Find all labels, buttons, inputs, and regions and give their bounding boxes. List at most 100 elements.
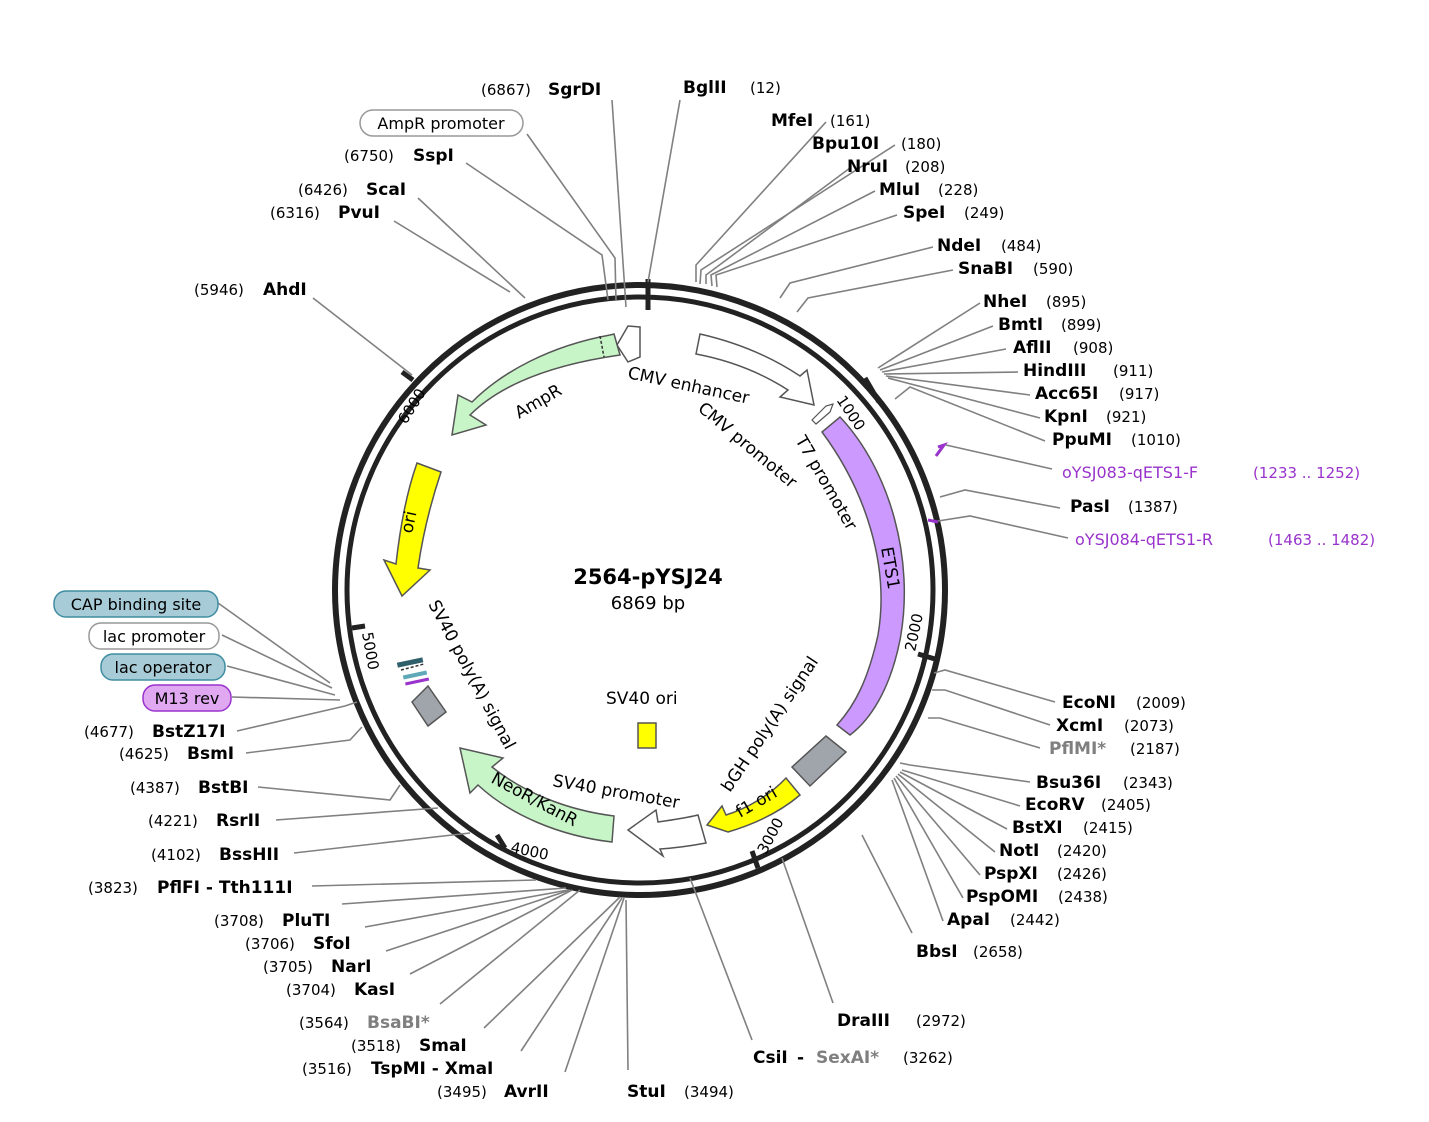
primer-f-mark <box>934 442 948 457</box>
site-nrui: NruI (208) <box>847 157 945 177</box>
site-pflmi: PflMI* (2187) <box>1049 739 1180 759</box>
site-pvui: (6316) PvuI <box>270 203 380 223</box>
site-pluti: (3708) PluTI <box>214 911 330 931</box>
tick-marks <box>351 279 936 869</box>
site-bbsi: BbsI (2658) <box>916 942 1023 962</box>
site-bsmi: (4625) BsmI <box>119 744 234 764</box>
ets1-arrow <box>820 415 906 736</box>
tick-3000 <box>749 850 761 869</box>
site-nhei: NheI (895) <box>983 292 1086 312</box>
tick-4000 <box>494 833 508 850</box>
site-spei: SpeI (249) <box>903 203 1004 223</box>
lac-promoter-pill <box>88 622 220 650</box>
sv40-polya-box <box>411 684 448 728</box>
site-bstxi: BstXI (2415) <box>1012 818 1133 838</box>
sv40-ori-label: SV40 ori <box>606 689 678 709</box>
site-bstz17i: (4677) BstZ17I <box>84 722 226 742</box>
site-ndei: NdeI (484) <box>937 236 1041 256</box>
leader-lines <box>217 99 1069 1073</box>
lac-operator-label: lac operator <box>115 658 212 677</box>
site-sgrdi: (6867) SgrDI <box>481 80 601 100</box>
tick-1000 <box>862 376 882 404</box>
site-ppumi: PpuMI (1010) <box>1052 430 1181 450</box>
neor-kanr-arrow <box>459 746 615 843</box>
site-stui: StuI (3494) <box>627 1082 734 1102</box>
site-kpni: KpnI (921) <box>1044 407 1146 427</box>
tick-5000 <box>351 623 366 631</box>
site-ahdi: (5946) AhdI <box>194 280 307 300</box>
tick-2000 <box>917 651 936 662</box>
plasmid-name: 2564-pYSJ24 <box>573 565 723 589</box>
ampr-promoter-label: AmpR promoter <box>377 114 505 133</box>
site-bsshii: (4102) BssHII <box>151 845 279 865</box>
site-ecorv: EcoRV (2405) <box>1025 795 1151 815</box>
site-aflii: AflII (908) <box>1013 338 1113 358</box>
site-apai: ApaI (2442) <box>947 910 1060 930</box>
site-pspxi: PspXI (2426) <box>984 864 1107 884</box>
site-bstbi: (4387) BstBI <box>130 778 249 798</box>
cmv-enhancer-label: CMV enhancer <box>626 363 751 408</box>
site-mfei: MfeI (161) <box>771 111 870 131</box>
ampr-promoter-pill <box>359 109 524 137</box>
site-bglii: BglII (12) <box>683 78 781 98</box>
site-kasi: (3704) KasI <box>286 980 395 1000</box>
cmv-promoter-label: CMV promoter <box>694 399 801 493</box>
lac-operator-mark <box>402 670 428 680</box>
backbone-inner-ring <box>344 294 936 886</box>
m13-rev-label: M13 rev <box>155 689 220 708</box>
site-tspmi-xmai: (3516) TspMI - XmaI <box>302 1059 493 1079</box>
site-scai: (6426) ScaI <box>298 180 406 200</box>
ampr-dashed-mark <box>599 335 605 358</box>
ampr-label: AmpR <box>512 381 566 424</box>
site-bsabi: (3564) BsaBI* <box>299 1013 430 1033</box>
tick-label-2000: 2000 <box>901 612 927 653</box>
site-acc65i: Acc65I (917) <box>1035 384 1159 404</box>
ori-arrow <box>382 462 442 598</box>
site-sfoi: (3706) SfoI <box>245 934 351 954</box>
primer-ysj083: oYSJ083-qETS1-F (1233 .. 1252) <box>1062 463 1360 482</box>
ampr-arrow <box>451 333 621 437</box>
site-pspomi: PspOMI (2438) <box>966 887 1108 907</box>
sv40-promoter-arrow <box>626 808 707 859</box>
ori-label: ori <box>397 509 421 535</box>
lac-operator-pill <box>100 653 226 681</box>
site-mlui: MluI (228) <box>879 180 978 200</box>
site-bpu10i: Bpu10I (180) <box>812 134 941 154</box>
site-csii-sexai: CsiI - SexAI* (3262) <box>753 1048 953 1068</box>
site-pflfi-tth111i: (3823) PflFI - Tth111I <box>88 878 293 898</box>
primer-r-mark <box>927 518 939 524</box>
cap-binding-site-label: CAP binding site <box>71 595 201 614</box>
tick-label-5000: 5000 <box>358 631 382 672</box>
site-noti: NotI (2420) <box>999 841 1107 861</box>
site-hindiii: HindIII (911) <box>1023 361 1153 381</box>
site-xcmi: XcmI (2073) <box>1056 716 1174 736</box>
m13-rev-pill <box>142 684 232 712</box>
site-econi: EcoNI (2009) <box>1062 693 1186 713</box>
plasmid-size: 6869 bp <box>611 593 685 614</box>
site-rsrii: (4221) RsrII <box>148 811 260 831</box>
cap-binding-site-mark <box>396 657 424 668</box>
m13-rev-mark <box>405 677 430 686</box>
lac-promoter-label: lac promoter <box>103 627 206 646</box>
site-draiii: DraIII (2972) <box>837 1011 966 1031</box>
primer-ysj084: oYSJ084-qETS1-R (1463 .. 1482) <box>1075 530 1375 549</box>
site-smai: (3518) SmaI <box>351 1036 467 1056</box>
site-bmti: BmtI (899) <box>998 315 1101 335</box>
site-bsu36i: Bsu36I (2343) <box>1036 773 1173 793</box>
sv40-polya-label: SV40 poly(A) signal <box>424 597 520 753</box>
site-pasi: PasI (1387) <box>1070 497 1178 517</box>
cap-binding-site-pill <box>53 590 219 618</box>
tick-label-4000: 4000 <box>509 838 550 864</box>
site-avrii: (3495) AvrII <box>437 1082 549 1102</box>
site-snabi: SnaBI (590) <box>958 259 1073 279</box>
bgh-polya-box <box>790 735 848 788</box>
ampr-promoter-arrow <box>616 325 641 363</box>
tick-6000 <box>400 369 415 383</box>
cmv-enhancer-arrow <box>695 333 815 406</box>
site-sspi: (6750) SspI <box>344 146 454 166</box>
sv40-ori-box <box>637 722 657 749</box>
lac-promoter-mark <box>400 663 425 671</box>
backbone-outer-ring <box>332 282 948 898</box>
f1-ori-arrow <box>705 776 802 833</box>
